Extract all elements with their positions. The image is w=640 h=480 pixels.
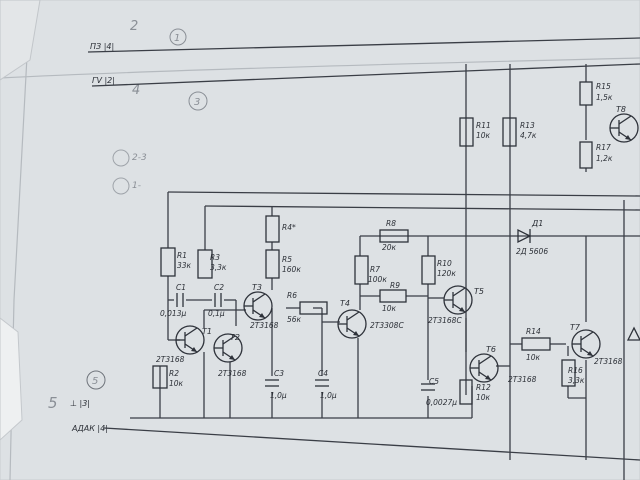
c1-ref: C1	[176, 283, 186, 292]
pencil-smudge-2: 1-	[132, 181, 141, 191]
tape-strip	[0, 317, 23, 441]
r7-ref: R7	[370, 265, 380, 274]
t4-ref: T4	[340, 299, 350, 308]
d1-type: 2Д 5606	[516, 247, 548, 256]
capacitor-symbols	[176, 293, 435, 391]
t7-ref: T7	[570, 323, 581, 332]
c2-ref: C2	[214, 283, 224, 292]
r11-ref: R11	[476, 121, 491, 130]
pencil-note-2: 2	[130, 19, 138, 34]
c3-value: 1,0μ	[270, 391, 287, 400]
pencil-smudge-1: 2-3	[132, 153, 147, 163]
r15-ref: R15	[596, 82, 611, 91]
pencil-note-circled-3: 3	[194, 97, 200, 108]
t6-ref: T6	[486, 345, 496, 354]
c4-value: 1,0μ	[320, 391, 337, 400]
wires	[87, 37, 640, 480]
pencil-note-5: 5	[48, 394, 58, 412]
r3-ref: R3	[210, 253, 220, 262]
r5-ref: R5	[282, 255, 292, 264]
r15-value: 1,5к	[596, 93, 613, 102]
t2-ref: T2	[230, 333, 240, 342]
r7-value: 100к	[368, 275, 387, 284]
r10-ref: R10	[437, 259, 452, 268]
r1-value: 33к	[177, 261, 192, 270]
t5-ref: T5	[474, 287, 484, 296]
t1-ref: T1	[202, 327, 212, 336]
t2-type: 2Т3168	[218, 369, 247, 378]
diode-d1	[517, 228, 532, 244]
r2-value: 10к	[169, 379, 184, 388]
c5-ref: C5	[429, 377, 439, 386]
t4-type: 2Т3308С	[370, 321, 404, 330]
r9-ref: R9	[390, 281, 400, 290]
r17-value: 1,2к	[596, 154, 613, 163]
t8-ref: T8	[616, 105, 626, 114]
r12-value: 10к	[476, 393, 491, 402]
r2-ref: R2	[169, 369, 179, 378]
r9-value: 10к	[382, 304, 397, 313]
r12-ref: R12	[476, 383, 491, 392]
net-label-gv: ГV |2|	[92, 76, 115, 85]
c5-value: 0,0027μ	[426, 398, 457, 407]
pencil-note-circled-5: 5	[92, 376, 98, 387]
r16-value: 3,3к	[568, 376, 585, 385]
d1-ref: Д1	[531, 219, 543, 228]
r8-ref: R8	[386, 219, 396, 228]
resistor-symbols	[152, 81, 593, 405]
r8-value: 20к	[382, 243, 397, 252]
r17-ref: R17	[596, 143, 611, 152]
r16-ref: R16	[568, 366, 583, 375]
r3-value: 3,3к	[210, 263, 227, 272]
c2-value: 0,1μ	[208, 309, 225, 318]
diode-right-edge	[626, 326, 640, 341]
t7-type: 2Т3168	[594, 357, 623, 366]
c4-ref: C4	[318, 369, 328, 378]
net-label-ground: ⊥ |3|	[70, 399, 90, 408]
paper-fold	[0, 57, 640, 79]
r11-value: 10к	[476, 131, 491, 140]
t6-type: 2Т3168	[508, 375, 537, 384]
t5-type: 2Т3168С	[428, 316, 462, 325]
t3-ref: T3	[252, 283, 262, 292]
r14-ref: R14	[526, 327, 541, 336]
c3-ref: C3	[274, 369, 284, 378]
t3-type: 2Т3168	[250, 321, 279, 330]
r1-ref: R1	[177, 251, 187, 260]
r13-ref: R13	[520, 121, 535, 130]
r10-value: 120к	[437, 269, 456, 278]
c1-value: 0,013μ	[160, 309, 186, 318]
net-label-pz: ПЗ |4|	[90, 42, 114, 51]
net-label-adak: АДАК |4|	[71, 424, 108, 433]
pencil-note-4: 4	[132, 83, 140, 98]
pencil-note-circled-1: 1	[174, 33, 180, 44]
r4-ref: R4*	[282, 223, 296, 232]
r13-value: 4,7к	[520, 131, 537, 140]
r14-value: 10к	[526, 353, 541, 362]
t1-type: 2Т3168	[156, 355, 185, 364]
r5-value: 160к	[282, 265, 301, 274]
r6-ref: R6	[287, 291, 297, 300]
r6-value: 56к	[287, 315, 302, 324]
